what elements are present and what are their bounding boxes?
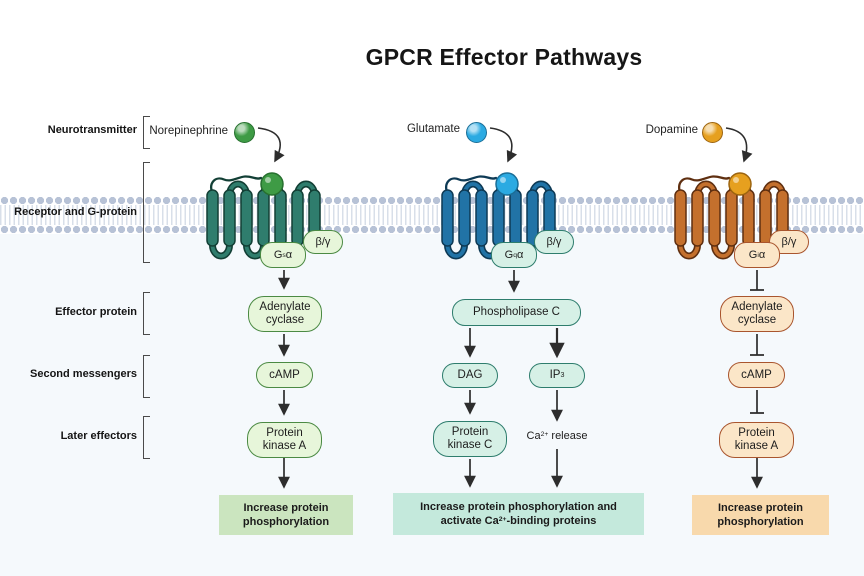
dopamine-molecule-icon xyxy=(702,122,723,143)
second-messenger-camp: cAMP xyxy=(256,362,313,388)
beta-gamma-subunit: β/γ xyxy=(303,230,343,254)
row-label-second-messengers: Second messengers xyxy=(30,368,137,380)
row-label-receptor-gprotein: Receptor and G-protein xyxy=(14,206,137,218)
outcome-box-norepinephrine: Increase protein phosphorylation xyxy=(219,495,353,535)
effector-adenylate-cyclase: Adenylate cyclase xyxy=(720,296,794,332)
lipid-heads-bottom xyxy=(0,225,864,234)
effector-adenylate-cyclase: Adenylate cyclase xyxy=(248,296,322,332)
later-effector-protein-kinase-a: Protein kinase A xyxy=(247,422,322,458)
bracket-receptor-gprotein xyxy=(143,162,150,263)
diagram-title: GPCR Effector Pathways xyxy=(365,44,643,70)
bracket-effector-protein xyxy=(143,292,150,335)
ligand-label-norepinephrine: Norepinephrine xyxy=(149,125,228,137)
norepinephrine-molecule-icon xyxy=(234,122,255,143)
second-messenger-camp: cAMP xyxy=(728,362,785,388)
bracket-second-messengers xyxy=(143,355,150,398)
connectors-glutamate xyxy=(464,127,565,488)
row-label-neurotransmitter: Neurotransmitter xyxy=(47,124,137,136)
bracket-later-effectors xyxy=(143,416,150,459)
ligand-label-glutamate: Glutamate xyxy=(406,123,460,135)
later-effector-protein-kinase-c: Protein kinase C xyxy=(433,421,507,457)
connectors-dopamine xyxy=(725,127,764,489)
glutamate-molecule-icon xyxy=(466,122,487,143)
beta-gamma-subunit: β/γ xyxy=(534,230,574,254)
row-label-effector-protein: Effector protein xyxy=(55,306,137,318)
outcome-box-glutamate: Increase protein phosphorylation and act… xyxy=(393,493,644,535)
lipid-heads-top xyxy=(0,196,864,205)
later-effector-ca-release: Ca2+ release xyxy=(526,430,588,442)
ligand-label-dopamine: Dopamine xyxy=(645,124,698,136)
second-messenger-dag: DAG xyxy=(442,363,498,388)
effector-phospholipase-c: Phospholipase C xyxy=(452,299,581,326)
later-effector-protein-kinase-a: Protein kinase A xyxy=(719,422,794,458)
row-label-later-effectors: Later effectors xyxy=(60,430,137,442)
bracket-neurotransmitter xyxy=(143,116,150,149)
outcome-box-dopamine: Increase protein phosphorylation xyxy=(692,495,829,535)
connectors-norepinephrine xyxy=(257,127,290,489)
